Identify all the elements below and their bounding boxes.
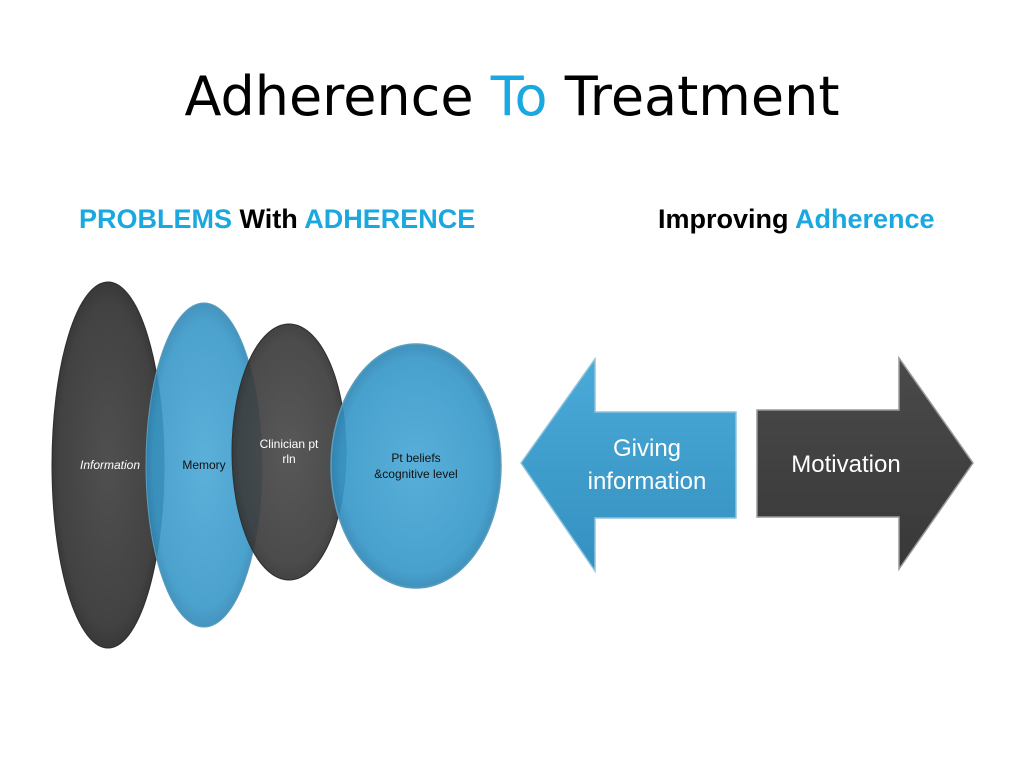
improving-heading-word2: Adherence: [795, 204, 935, 234]
title-part-2: Treatment: [547, 65, 840, 128]
problems-heading-word2: With: [232, 204, 305, 234]
beliefs-label-line2: &cognitive level: [374, 467, 457, 481]
slide-title: Adherence To Treatment: [0, 62, 1024, 132]
title-part-1: Adherence: [184, 65, 491, 128]
improving-heading-word1: Improving: [658, 204, 796, 234]
information-label: Information: [80, 458, 140, 472]
problems-heading-word3: ADHERENCE: [304, 204, 476, 234]
giving-information-label-line1: Giving: [613, 435, 681, 462]
motivation-arrow: [756, 355, 974, 572]
memory-label: Memory: [182, 458, 225, 472]
giving-information-arrow: [520, 356, 737, 574]
giving-information-label-line2: information: [588, 468, 707, 495]
clinician-label-line2: rln: [282, 452, 295, 466]
improving-heading: Improving Adherence: [658, 201, 935, 237]
problems-heading: PROBLEMS With ADHERENCE: [79, 201, 475, 237]
clinician-label-line1: Clinician pt: [260, 437, 319, 451]
motivation-label: Motivation: [791, 451, 900, 478]
beliefs-label-line1: Pt beliefs: [391, 451, 440, 465]
problems-heading-word1: PROBLEMS: [79, 204, 233, 234]
beliefs-ellipse: [330, 343, 502, 589]
title-accent: To: [490, 65, 548, 128]
